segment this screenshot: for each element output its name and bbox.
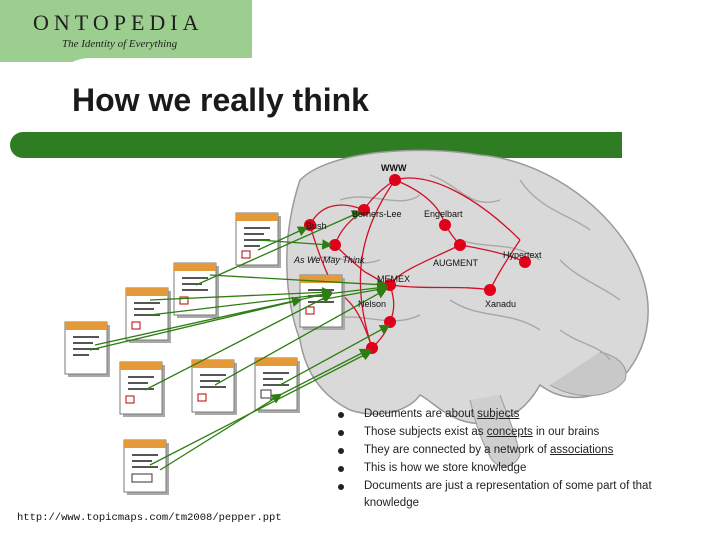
document-concept-arrows: [89, 210, 391, 471]
document-icon: [64, 321, 110, 377]
bullet-item: This is how we store knowledge: [338, 460, 668, 477]
document-icon: [191, 359, 237, 415]
document-icon: [254, 357, 300, 413]
logo-text: ONTOPEDIA: [33, 10, 204, 35]
node-as-we-may-think: [329, 239, 341, 251]
title-underline-bar: [10, 132, 622, 158]
label-engelbart: Engelbart: [424, 209, 463, 219]
node-www: [389, 174, 401, 186]
link-associations[interactable]: associations: [550, 444, 614, 456]
slide-title: How we really think: [72, 82, 369, 118]
node-augment: [454, 239, 466, 251]
label-berners-lee: Berners-Lee: [352, 209, 402, 219]
node-engelbart: [439, 219, 451, 231]
label-augment: AUGMENT: [433, 258, 478, 268]
label-nelson: Nelson: [358, 299, 387, 309]
label-as-we-may-think: As We May Think: [294, 255, 365, 265]
link-concepts[interactable]: concepts: [486, 426, 533, 438]
bullet-dot: [338, 412, 344, 418]
label-www: WWW: [381, 163, 407, 173]
label-bush: Bush: [306, 221, 327, 231]
document-icon: [299, 274, 345, 330]
bullet-item: They are connected by a network of assoc…: [338, 442, 668, 459]
document-icon: [119, 361, 165, 417]
document-icon: [173, 262, 219, 318]
node-small-b: [366, 342, 378, 354]
document-icon: [123, 439, 169, 495]
link-subjects[interactable]: subjects: [477, 408, 520, 420]
bullet-dot: [338, 430, 344, 436]
bullet-list: Documents are about subjects Those subje…: [338, 406, 668, 513]
concept-nodes: [304, 174, 531, 354]
bullet-item: Those subjects exist as concepts in our …: [338, 424, 668, 441]
bullet-dot: [338, 466, 344, 472]
node-xanadu: [484, 284, 496, 296]
header-background: [0, 0, 252, 62]
tagline: The Identity of Everything: [62, 38, 178, 50]
source-url[interactable]: http://www.topicmaps.com/tm2008/pepper.p…: [17, 512, 282, 524]
node-hypertext: [519, 256, 531, 268]
node-small-a: [384, 316, 396, 328]
bullet-item: Documents are about subjects: [338, 406, 668, 423]
label-memex: MEMEX: [377, 274, 411, 284]
document-icon: [125, 287, 171, 343]
bullet-dot: [338, 484, 344, 490]
brain-illustration: [286, 149, 649, 467]
bullet-item: Documents are just a representation of s…: [338, 478, 668, 512]
bullet-dot: [338, 448, 344, 454]
label-xanadu: Xanadu: [485, 299, 517, 309]
label-hypertext: Hypertext: [503, 250, 542, 260]
